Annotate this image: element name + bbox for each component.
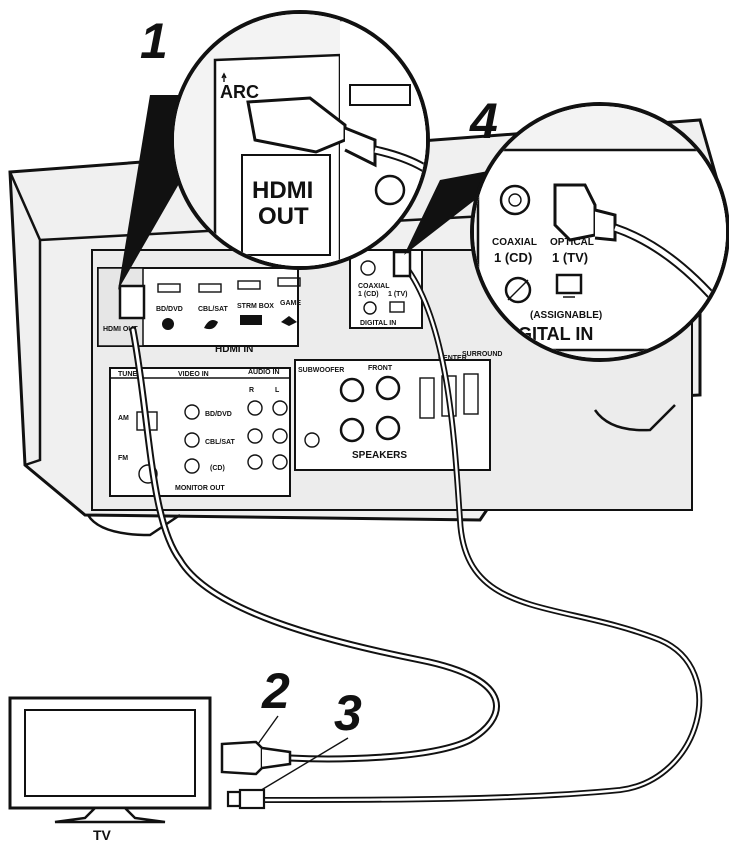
audio-row-label: CBL/SAT [205, 439, 236, 446]
tv-stand [54, 806, 166, 824]
audio-l-label: L [275, 387, 280, 394]
hdmi-out-line1: HDMI [252, 177, 313, 204]
subwoofer-jack [304, 432, 320, 448]
tv-label: TV [93, 827, 112, 843]
hdmi-input-label: STRM BOX [237, 303, 274, 310]
hdmi-out-line2: OUT [258, 203, 309, 230]
audio-in-label: AUDIO IN [248, 369, 280, 376]
audio-row-label: (CD) [210, 465, 225, 472]
hdmi-plug-receiver [118, 284, 146, 320]
tv-screen [24, 709, 196, 797]
fm-jack [138, 464, 158, 484]
hdmi-port [157, 283, 181, 293]
streaming-box-icon [240, 315, 262, 325]
disc-icon [504, 276, 532, 304]
coaxial-jack-small [360, 260, 376, 276]
hdmi-input-label: GAME [280, 300, 301, 307]
coaxial-small-label: COAXIAL [358, 283, 390, 290]
coaxial-num: 1 (CD) [494, 250, 532, 265]
hdmi-in-label: HDMI IN [215, 344, 253, 355]
gamepad-icon [281, 316, 297, 326]
optical-plug-zoom [553, 183, 597, 242]
optical-plug-receiver [392, 250, 412, 278]
hdmi-input-label: BD/DVD [156, 306, 183, 313]
am-label: AM [118, 415, 129, 422]
step-2-label: 2 [261, 663, 290, 719]
coaxial-jack-zoom [499, 184, 531, 216]
center-label: CENTER [438, 355, 467, 362]
audio-row-label: BD/DVD [205, 411, 232, 418]
hdmi-input-ports: BD/DVD CBL/SAT STRM BOX GAME [156, 277, 301, 330]
step-4-label: 4 [469, 93, 498, 149]
speaker-terminals [339, 373, 479, 443]
hdmi-port [198, 283, 222, 293]
leader-line [257, 715, 279, 745]
audio-r-label: R [249, 387, 254, 394]
optical-plug-tv [226, 790, 242, 808]
speakers-label: SPEAKERS [352, 450, 407, 461]
hdmi-input-label: CBL/SAT [198, 306, 229, 313]
tv-plugs [220, 740, 292, 810]
disc-icon [363, 301, 377, 315]
monitor-out-label: MONITOR OUT [175, 485, 225, 492]
satellite-icon [204, 320, 218, 330]
tv-icon [555, 273, 583, 295]
step-3-label: 3 [334, 685, 362, 741]
cables [118, 250, 703, 803]
analog-section: TUNER VIDEO IN AUDIO IN AM FM R L BD/DVD… [109, 367, 291, 497]
hdmi-out-small-label: HDMI OUT [103, 326, 138, 333]
disc-icon [162, 318, 174, 330]
digital-in-small-label: DIGITAL IN [360, 320, 396, 327]
front-label: FRONT [368, 365, 393, 372]
optical-small-num: 1 (TV) [388, 291, 407, 298]
leader-line [257, 737, 349, 793]
tuner-label: TUNER [118, 371, 142, 378]
surround-label: SURROUND [462, 351, 502, 358]
hdmi-plug-tv [220, 740, 264, 776]
hdmi-port [237, 280, 261, 290]
fm-label: FM [118, 455, 128, 462]
disc-icon [374, 174, 406, 206]
optical-label: OPTICAL [550, 237, 594, 248]
subwoofer-label: SUBWOOFER [298, 367, 344, 374]
coaxial-small-num: 1 (CD) [358, 291, 379, 298]
optical-num: 1 (TV) [552, 250, 588, 265]
coaxial-label: COAXIAL [492, 237, 537, 248]
digital-zoom-callout: COAXIAL 1 (CD) OPTICAL 1 (TV) (ASSIGNABL… [404, 102, 729, 362]
hdmi-port [277, 277, 301, 287]
rca-jacks [184, 400, 288, 474]
speakers-section: SUBWOOFER FRONT CENTER SURROUND SPEAKERS [294, 351, 502, 471]
video-in-label: VIDEO IN [178, 371, 209, 378]
tv-icon [389, 301, 405, 313]
step-1-label: 1 [140, 13, 168, 69]
arc-label: ARC [220, 82, 259, 102]
assignable-label: (ASSIGNABLE) [530, 310, 602, 321]
tv: TV [8, 696, 212, 843]
